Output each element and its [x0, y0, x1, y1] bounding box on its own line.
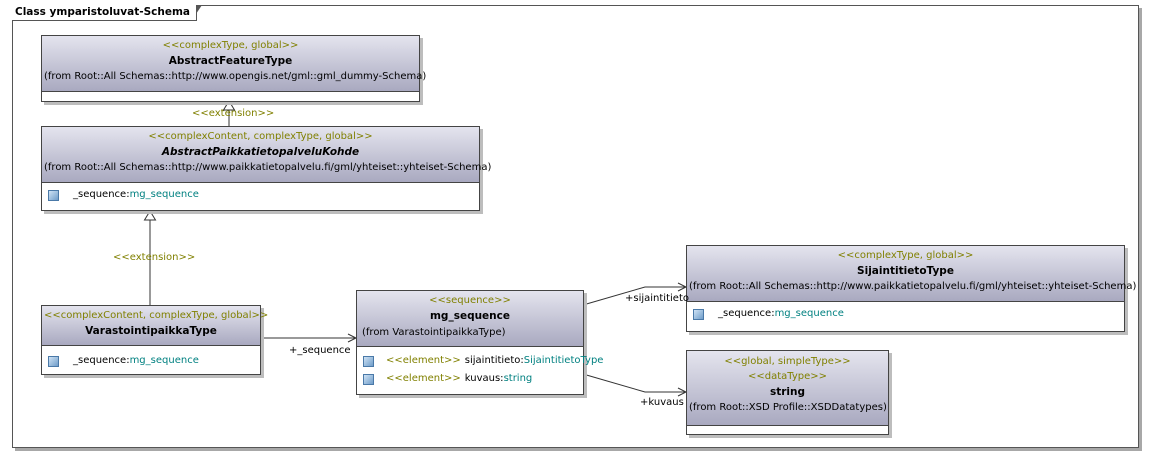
class-namespace: (from Root::XSD Profile::XSDDatatypes)	[689, 402, 887, 413]
class-header: <<global, simpleType>> <<dataType>> stri…	[687, 351, 888, 426]
element-type: SijaintitietoType	[523, 355, 604, 366]
attribute-row[interactable]: _sequence:mg_sequence	[46, 352, 256, 370]
class-abstract-feature-type[interactable]: <<complexType, global>> AbstractFeatureT…	[41, 35, 427, 102]
role-label-sijaintitieto: +sijaintitieto	[625, 293, 689, 304]
class-header: <<complexType, global>> AbstractFeatureT…	[42, 36, 427, 92]
element-row-sijaintitieto[interactable]: <<element>> sijaintitieto:SijaintitietoT…	[361, 352, 603, 370]
stereotype-label: <<sequence>>	[429, 295, 511, 306]
element-row-kuvaus[interactable]: <<element>> kuvaus:string	[361, 370, 579, 388]
class-name: AbstractPaikkatietopalveluKohde	[161, 146, 360, 158]
class-name: VarastointipaikkaType	[85, 325, 217, 337]
attribute-row[interactable]: _sequence:mg_sequence	[691, 305, 1120, 323]
class-header: <<sequence>> mg_sequence	[357, 291, 583, 347]
element-name: kuvaus:	[464, 373, 504, 384]
attribute-row[interactable]: _sequence:mg_sequence	[46, 186, 475, 204]
role-label-sequence: +_sequence	[289, 345, 351, 356]
attribute-icon	[693, 308, 704, 320]
association-kuvaus	[582, 373, 686, 393]
generalization-arrowhead-1	[222, 100, 236, 111]
class-name: SijaintitietoType	[857, 265, 954, 277]
diagram-title: Class ymparistoluvat-Schema	[12, 5, 202, 21]
extension-label-1: <<extension>>	[192, 108, 275, 119]
attribute-compartment: _sequence:mg_sequence	[42, 346, 260, 373]
stereotype-label: <<complexType, global>>	[162, 40, 299, 51]
attribute-compartment: _sequence:mg_sequence	[687, 302, 1124, 326]
class-header: <<complexContent, complexType, global>> …	[42, 127, 492, 183]
attribute-type: mg_sequence	[774, 308, 844, 319]
class-sijaintitieto-type[interactable]: <<complexType, global>> SijaintitietoTyp…	[686, 245, 1137, 332]
attribute-compartment: _sequence:mg_sequence	[42, 183, 479, 207]
class-namespace: (from Root::All Schemas::http://www.open…	[44, 71, 427, 82]
attribute-icon	[48, 355, 59, 367]
role-label-kuvaus: +kuvaus	[640, 397, 684, 408]
class-namespace: (from Root::All Schemas::http://www.paik…	[44, 162, 492, 173]
attribute-name: _sequence:	[718, 308, 775, 319]
class-name: mg_sequence	[429, 310, 510, 322]
class-mg-sequence[interactable]: <<sequence>> mg_sequence (from Varastoin…	[356, 290, 603, 395]
class-namespace: (from VarastointipaikkaType)	[362, 327, 506, 338]
stereotype-label: <<complexContent, complexType, global>>	[148, 131, 373, 142]
extension-label-2: <<extension>>	[113, 252, 196, 263]
class-name: string	[769, 386, 806, 398]
attribute-type: mg_sequence	[129, 355, 199, 366]
element-icon	[363, 355, 374, 367]
class-name: AbstractFeatureType	[168, 55, 293, 67]
stereotype-label: <<complexContent, complexType, global>>	[44, 310, 269, 321]
stereotype-label: <<complexType, global>>	[837, 250, 974, 261]
class-varastointipaikka-type[interactable]: <<complexContent, complexType, global>> …	[41, 305, 269, 375]
element-type: string	[503, 373, 533, 384]
element-compartment: <<element>> sijaintitieto:SijaintitietoT…	[357, 347, 603, 391]
attribute-name: _sequence:	[73, 355, 130, 366]
generalization-arrowhead-2	[143, 210, 157, 221]
attribute-icon	[48, 189, 59, 201]
class-abstract-paikkatietopalvelu-kohde[interactable]: <<complexContent, complexType, global>> …	[41, 126, 492, 211]
class-header: <<complexContent, complexType, global>> …	[42, 306, 269, 346]
stereotype-label-datatype: <<dataType>>	[747, 371, 827, 382]
attribute-name: _sequence:	[73, 189, 130, 200]
element-icon	[363, 373, 374, 385]
association-sijaintitieto	[582, 286, 686, 306]
element-name: sijaintitieto:	[464, 355, 524, 366]
class-string[interactable]: <<global, simpleType>> <<dataType>> stri…	[686, 350, 889, 435]
class-header: <<complexType, global>> SijaintitietoTyp…	[687, 246, 1137, 302]
stereotype-label: <<global, simpleType>>	[724, 356, 851, 367]
class-namespace-row: (from VarastointipaikkaType)	[357, 325, 583, 340]
class-namespace: (from Root::All Schemas::http://www.paik…	[689, 281, 1137, 292]
attribute-type: mg_sequence	[129, 189, 199, 200]
element-stereotype: <<element>>	[386, 373, 461, 384]
element-stereotype: <<element>>	[386, 355, 461, 366]
